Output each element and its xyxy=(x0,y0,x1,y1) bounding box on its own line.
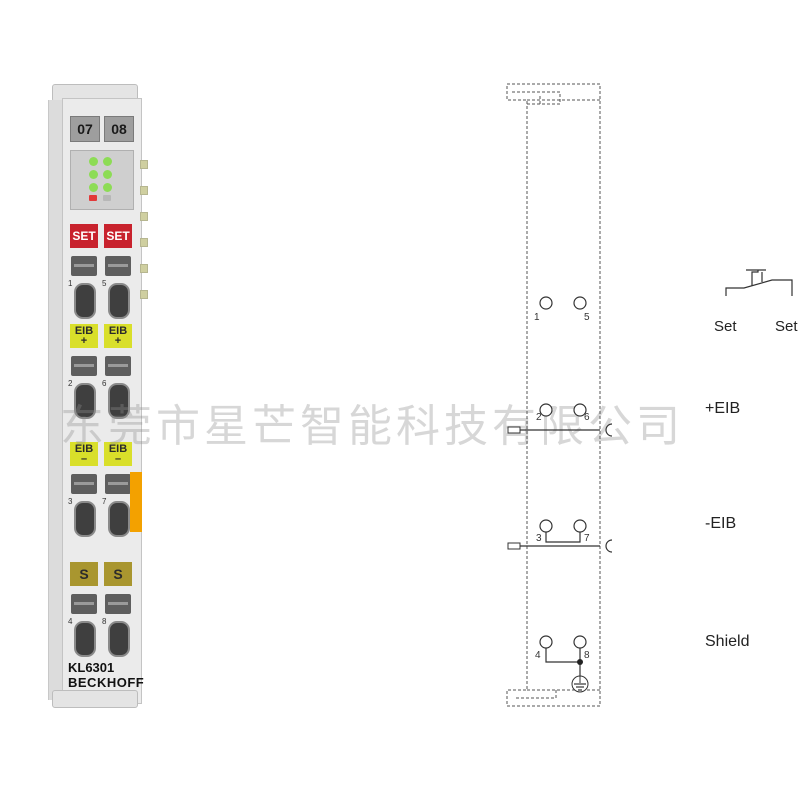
model-number: KL6301 xyxy=(68,660,115,675)
set-label-left: SET xyxy=(70,224,98,248)
diagram-number-2: 2 xyxy=(536,412,542,423)
terminal-module: 07 08 SET SET 1 5 EIB + EIB + 2 6 EIB – xyxy=(0,0,160,720)
shield-connection xyxy=(545,648,581,676)
led-icon xyxy=(89,170,98,179)
connector-plug-icon xyxy=(507,426,521,434)
set-label-right-diagram: Set xyxy=(775,318,798,335)
terminal-circle-3 xyxy=(539,519,553,533)
spring-release-icon[interactable] xyxy=(71,474,97,494)
eib-text: EIB xyxy=(108,443,128,455)
set-label-right: SET xyxy=(104,224,132,248)
minus-sign: – xyxy=(114,453,122,465)
diagram-number-1: 1 xyxy=(534,312,540,323)
connector-socket-icon xyxy=(605,539,613,553)
channel-number-8: 08 xyxy=(104,116,134,142)
brand-logo: BECKHOFF xyxy=(68,675,145,690)
connector-plug-icon xyxy=(507,542,521,550)
wire-entry-5[interactable] xyxy=(108,283,130,319)
connector-socket-icon xyxy=(605,423,613,437)
eib-text: EIB xyxy=(108,325,128,337)
status-indicator-orange xyxy=(130,472,142,532)
led-icon xyxy=(103,183,112,192)
terminal-circle-4 xyxy=(539,635,553,649)
wire-entry-7[interactable] xyxy=(108,501,130,537)
minus-sign: – xyxy=(80,453,88,465)
side-rib xyxy=(140,290,148,299)
plus-sign: + xyxy=(80,335,88,347)
side-rib xyxy=(140,264,148,273)
led-panel xyxy=(70,150,134,210)
diagram-number-8: 8 xyxy=(584,650,590,661)
eib-minus-diagram-label: -EIB xyxy=(705,515,736,532)
terminal-circle-2 xyxy=(539,403,553,417)
bridge-3-7 xyxy=(545,532,581,543)
diagram-number-5: 5 xyxy=(584,312,590,323)
terminal-number-2: 2 xyxy=(68,379,73,388)
eib-minus-label-left: EIB – xyxy=(70,442,98,466)
eib-text: EIB xyxy=(74,325,94,337)
shield-label-right: S xyxy=(104,562,132,586)
eib-text: EIB xyxy=(74,443,94,455)
spring-release-icon[interactable] xyxy=(71,256,97,276)
bottom-rail xyxy=(52,690,138,708)
terminal-circle-1 xyxy=(539,296,553,310)
junction-dot xyxy=(577,659,583,665)
terminal-number-7: 7 xyxy=(102,497,107,506)
terminal-number-5: 5 xyxy=(102,279,107,288)
set-label-left-diagram: Set xyxy=(714,318,737,335)
terminal-circle-6 xyxy=(573,403,587,417)
channel-number-7: 07 xyxy=(70,116,100,142)
plus-sign: + xyxy=(114,335,122,347)
wire-entry-6[interactable] xyxy=(108,383,130,419)
terminal-circle-5 xyxy=(573,296,587,310)
terminal-number-8: 8 xyxy=(102,617,107,626)
led-icon xyxy=(89,183,98,192)
diagram-number-3: 3 xyxy=(536,533,542,544)
spring-release-icon[interactable] xyxy=(71,356,97,376)
side-rib xyxy=(140,186,148,195)
wire-entry-1[interactable] xyxy=(74,283,96,319)
diagram-number-7: 7 xyxy=(584,533,590,544)
side-rib xyxy=(140,160,148,169)
eib-plus-label-left: EIB + xyxy=(70,324,98,348)
eib-minus-label-right: EIB – xyxy=(104,442,132,466)
led-icon xyxy=(89,157,98,166)
terminal-circle-8 xyxy=(573,635,587,649)
housing-outline xyxy=(506,83,601,707)
side-rib xyxy=(140,212,148,221)
eib-plus-diagram-label: +EIB xyxy=(705,400,740,417)
led-icon xyxy=(103,195,111,201)
wire-entry-8[interactable] xyxy=(108,621,130,657)
terminal-number-3: 3 xyxy=(68,497,73,506)
shield-label-left: S xyxy=(70,562,98,586)
spring-release-icon[interactable] xyxy=(105,356,131,376)
spring-release-icon[interactable] xyxy=(105,256,131,276)
terminal-number-1: 1 xyxy=(68,279,73,288)
terminal-number-4: 4 xyxy=(68,617,73,626)
eib-plus-label-right: EIB + xyxy=(104,324,132,348)
shield-diagram-label: Shield xyxy=(705,633,749,650)
pushbutton-switch-icon xyxy=(725,269,793,296)
spring-release-icon[interactable] xyxy=(71,594,97,614)
led-icon xyxy=(103,170,112,179)
spring-release-icon[interactable] xyxy=(105,594,131,614)
spring-release-icon[interactable] xyxy=(105,474,131,494)
wire-entry-4[interactable] xyxy=(74,621,96,657)
terminal-circle-7 xyxy=(573,519,587,533)
side-rib xyxy=(140,238,148,247)
led-icon xyxy=(103,157,112,166)
terminal-number-6: 6 xyxy=(102,379,107,388)
led-error-icon xyxy=(89,195,97,201)
diagram-number-6: 6 xyxy=(584,412,590,423)
wire-entry-2[interactable] xyxy=(74,383,96,419)
wire-entry-3[interactable] xyxy=(74,501,96,537)
ground-icon xyxy=(571,675,589,693)
side-strip xyxy=(48,100,63,700)
diagram-number-4: 4 xyxy=(535,650,541,661)
